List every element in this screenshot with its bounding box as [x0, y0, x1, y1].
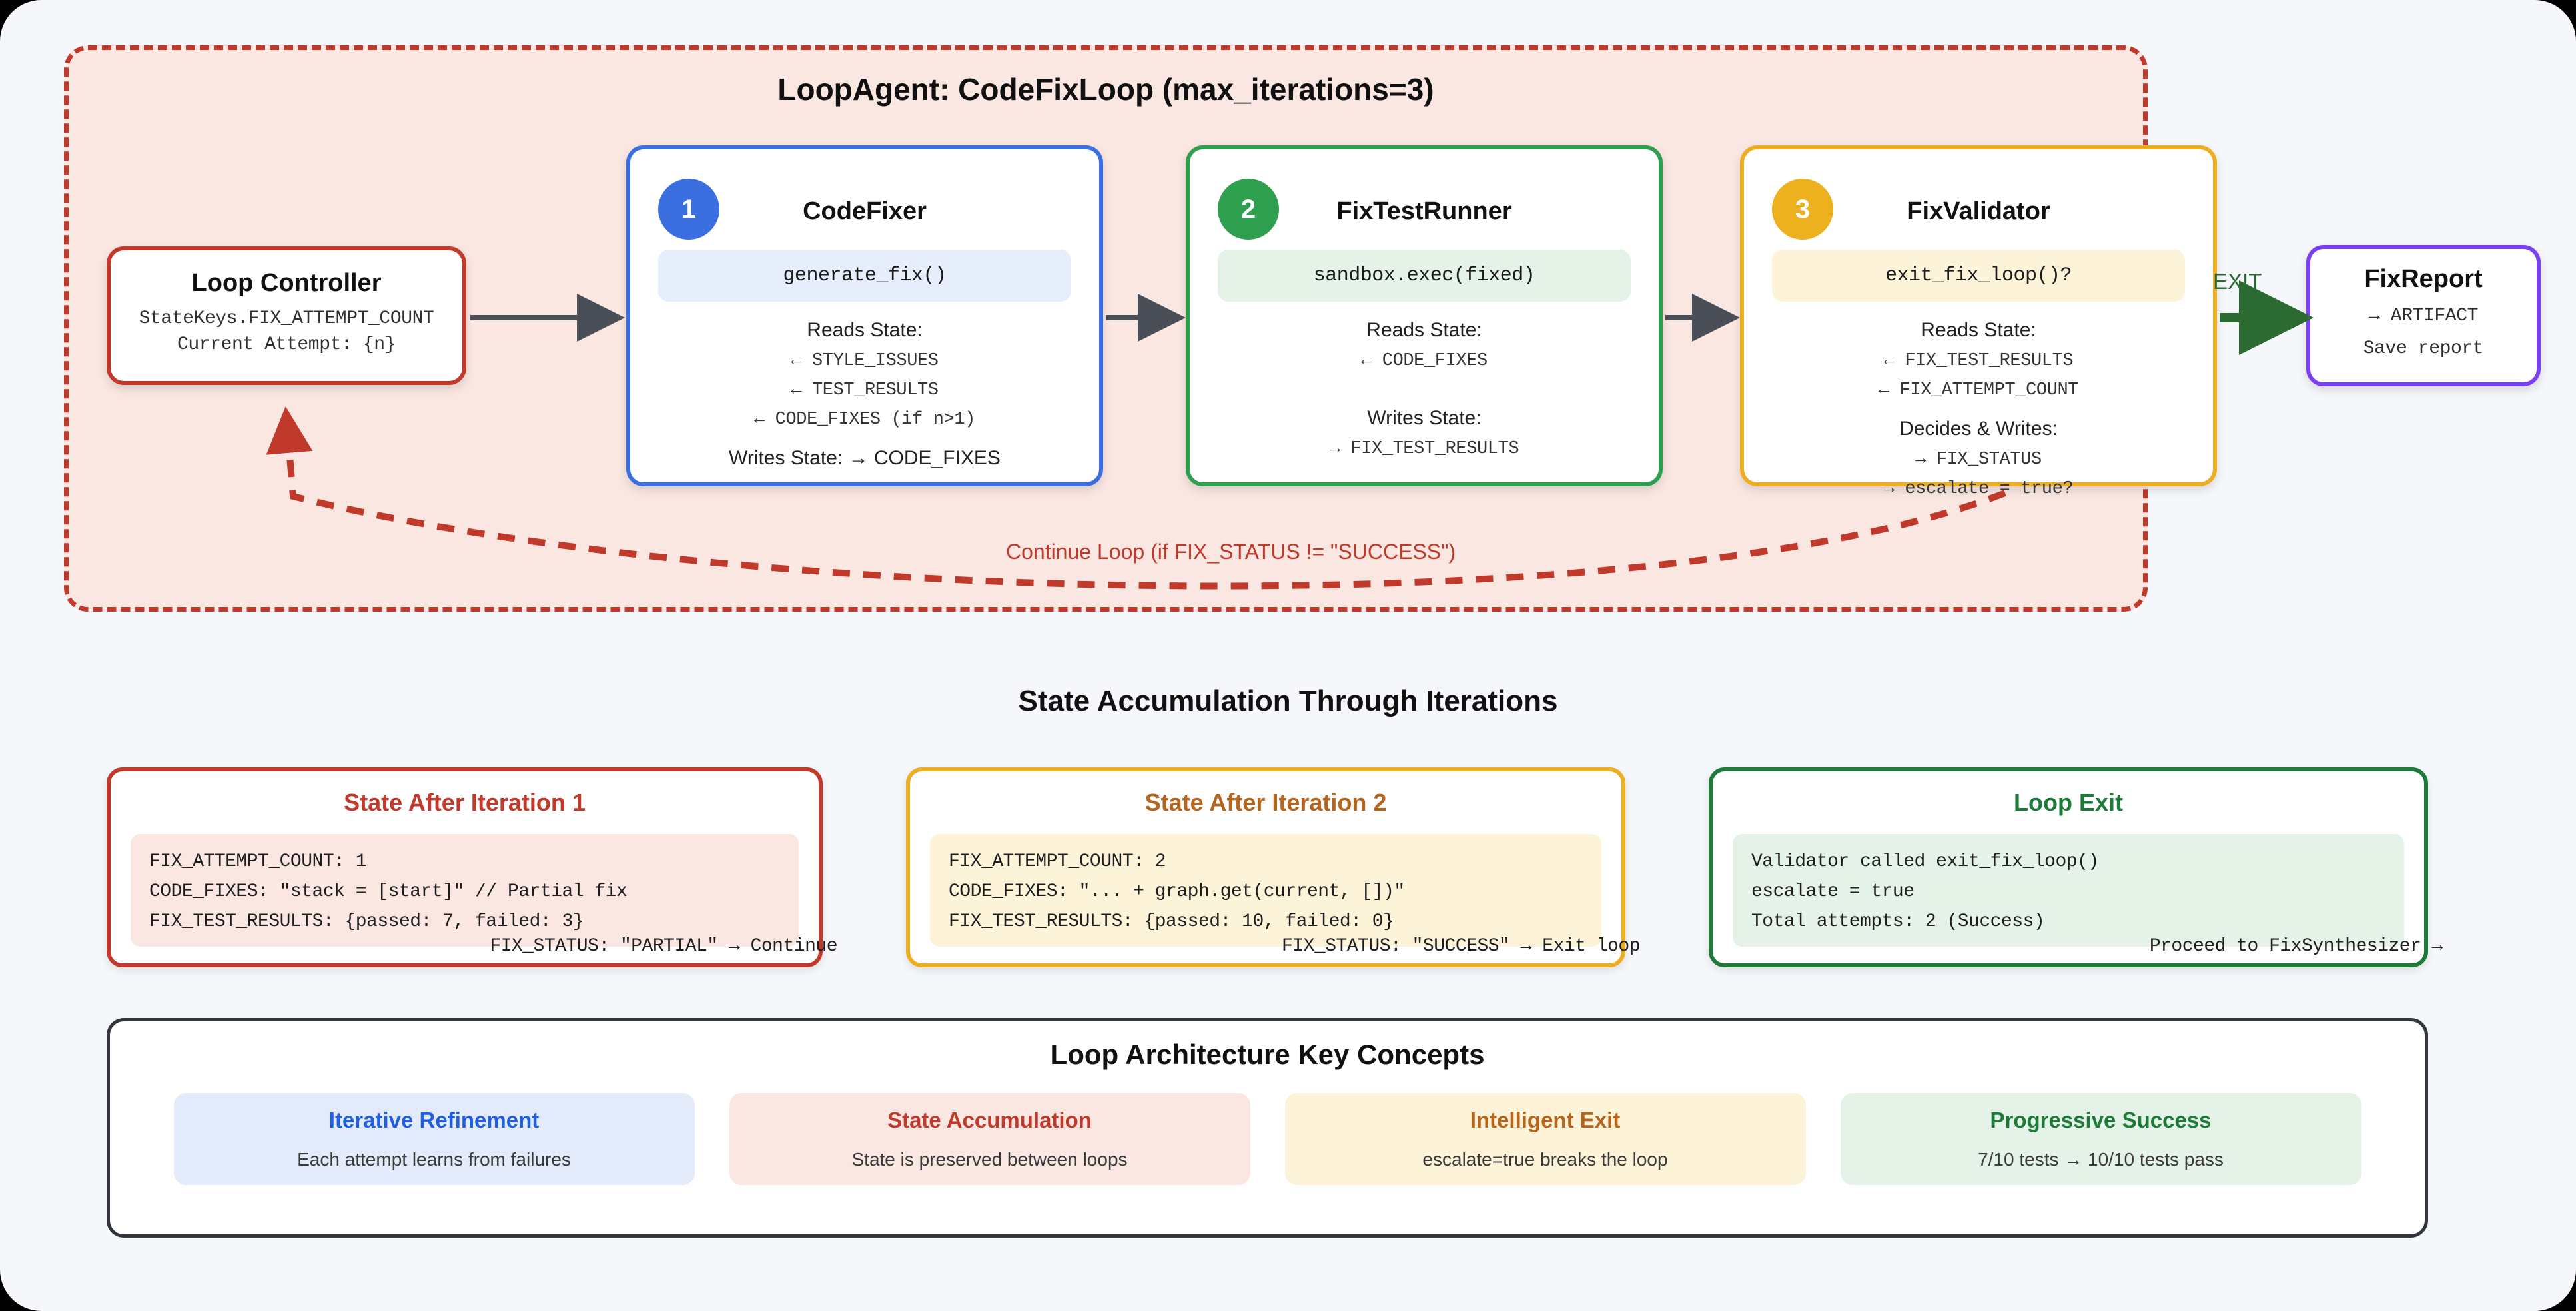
spacer — [1207, 371, 1641, 390]
state-card-line: escalate = true — [1751, 881, 1915, 902]
agent-badge-3: 3 — [1772, 179, 1833, 240]
reads-state-item: ← FIX_TEST_RESULTS — [1883, 351, 2074, 371]
key-concept-subtitle: Each attempt learns from failures — [297, 1149, 571, 1170]
reads-state-item: ← CODE_FIXES — [1361, 351, 1488, 371]
key-concepts-panel: Loop Architecture Key Concepts Iterative… — [107, 1018, 2428, 1238]
key-concept-subtitle: 7/10 tests → 10/10 tests pass — [1978, 1149, 2224, 1170]
state-card-line: CODE_FIXES: "stack = [start]" // Partial… — [149, 881, 628, 902]
key-concept-state-accumulation[interactable]: State Accumulation State is preserved be… — [729, 1093, 1250, 1185]
agent-code-codefixer: generate_fix() — [658, 250, 1071, 302]
agent-node-fixtestrunner[interactable]: 2 FixTestRunner sandbox.exec(fixed) Read… — [1186, 145, 1663, 486]
key-concept-iterative-refinement[interactable]: Iterative Refinement Each attempt learns… — [173, 1093, 695, 1185]
state-card-line: FIX_ATTEMPT_COUNT: 2 — [949, 851, 1166, 872]
state-card-footer: Proceed to FixSynthesizer → — [2149, 936, 2443, 957]
agent-title-fixtestrunner: FixTestRunner — [1336, 197, 1512, 225]
agent-badge-1: 1 — [658, 179, 719, 240]
agent-node-codefixer[interactable]: 1 CodeFixer generate_fix() Reads State: … — [626, 145, 1103, 486]
fix-report-artifact: → ARTIFACT — [2368, 306, 2479, 326]
key-concept-heading: Progressive Success — [1990, 1108, 2212, 1132]
state-accumulation-heading: State Accumulation Through Iterations — [1018, 685, 1558, 717]
state-card-line: CODE_FIXES: "... + graph.get(current, []… — [949, 881, 1405, 902]
reads-state-item: ← FIX_ATTEMPT_COUNT — [1878, 380, 2079, 400]
state-card-iteration-2[interactable]: State After Iteration 2 FIX_ATTEMPT_COUN… — [906, 767, 1641, 967]
state-card-line: Validator called exit_fix_loop() — [1751, 851, 2099, 872]
agent-title-codefixer: CodeFixer — [803, 197, 927, 225]
loop-controller-node[interactable]: Loop Controller StateKeys.FIX_ATTEMPT_CO… — [107, 246, 466, 385]
key-concept-progressive-success[interactable]: Progressive Success 7/10 tests → 10/10 t… — [1840, 1093, 2361, 1185]
state-card-footer: FIX_STATUS: "PARTIAL" → Continue — [490, 936, 837, 957]
key-concepts-row: Iterative Refinement Each attempt learns… — [110, 1093, 2425, 1185]
agent-title-fixvalidator: FixValidator — [1907, 197, 2050, 225]
state-card-body: Validator called exit_fix_loop() escalat… — [1733, 834, 2404, 947]
writes-state-label-2: Writes State: — [1367, 407, 1482, 429]
reads-state-label-3: Reads State: — [1921, 319, 2036, 341]
reads-state-item: ← TEST_RESULTS — [791, 380, 939, 400]
key-concept-heading: Intelligent Exit — [1470, 1108, 1621, 1132]
reads-state-label-2: Reads State: — [1366, 319, 1482, 341]
loop-controller-statekey: StateKeys.FIX_ATTEMPT_COUNT — [139, 308, 434, 329]
fix-report-node[interactable]: FixReport → ARTIFACT Save report — [2306, 245, 2541, 386]
loop-agent-title: LoopAgent: CodeFixLoop (max_iterations=3… — [777, 72, 1434, 107]
key-concept-subtitle: State is preserved between loops — [851, 1149, 1128, 1170]
writes-state-item: → FIX_TEST_RESULTS — [1329, 439, 1519, 459]
writes-state-item: → escalate = true? — [1883, 479, 2074, 499]
writes-state-item: → FIX_STATUS — [1915, 450, 2042, 470]
continue-loop-label: Continue Loop (if FIX_STATUS != "SUCCESS… — [1006, 540, 1456, 564]
agent-badge-2: 2 — [1218, 179, 1279, 240]
loop-controller-attempt: Current Attempt: {n} — [177, 334, 396, 355]
key-concept-heading: Iterative Refinement — [328, 1108, 540, 1132]
state-card-body: FIX_ATTEMPT_COUNT: 2 CODE_FIXES: "... + … — [930, 834, 1601, 947]
reads-state-item: ← STYLE_ISSUES — [791, 351, 939, 371]
state-card-line: Total attempts: 2 (Success) — [1751, 911, 2045, 932]
reads-state-item: ← CODE_FIXES (if n>1) — [754, 410, 975, 430]
state-card-body: FIX_ATTEMPT_COUNT: 1 CODE_FIXES: "stack … — [131, 834, 799, 947]
state-card-iteration-1[interactable]: State After Iteration 1 FIX_ATTEMPT_COUN… — [107, 767, 837, 967]
state-card-footer: FIX_STATUS: "SUCCESS" → Exit loop — [1282, 936, 1641, 957]
state-card-line: FIX_TEST_RESULTS: {passed: 7, failed: 3} — [149, 911, 584, 932]
state-card-title: State After Iteration 1 — [344, 789, 586, 816]
state-card-loop-exit[interactable]: Loop Exit Validator called exit_fix_loop… — [1709, 767, 2443, 967]
state-card-line: FIX_TEST_RESULTS: {passed: 10, failed: 0… — [949, 911, 1394, 932]
state-card-title: State After Iteration 2 — [1144, 789, 1387, 816]
state-card-line: FIX_ATTEMPT_COUNT: 1 — [149, 851, 367, 872]
exit-label: EXIT — [2213, 269, 2262, 294]
key-concept-subtitle: escalate=true breaks the loop — [1422, 1149, 1668, 1170]
agent-code-fixvalidator: exit_fix_loop()? — [1772, 250, 2185, 302]
reads-state-label-1: Reads State: — [807, 319, 923, 341]
agent-code-fixtestrunner: sandbox.exec(fixed) — [1218, 250, 1631, 302]
writes-state-label-3: Decides & Writes: — [1899, 418, 2058, 440]
fix-report-title: FixReport — [2364, 265, 2483, 293]
key-concept-heading: State Accumulation — [887, 1108, 1092, 1132]
loop-controller-title: Loop Controller — [191, 269, 382, 297]
key-concept-intelligent-exit[interactable]: Intelligent Exit escalate=true breaks th… — [1284, 1093, 1806, 1185]
key-concepts-title: Loop Architecture Key Concepts — [1050, 1039, 1485, 1070]
fix-report-save: Save report — [2363, 338, 2484, 359]
state-card-title: Loop Exit — [2014, 789, 2123, 816]
writes-state-inline-1: Writes State: → CODE_FIXES — [729, 447, 1001, 469]
agent-node-fixvalidator[interactable]: 3 FixValidator exit_fix_loop()? Reads St… — [1740, 145, 2217, 499]
